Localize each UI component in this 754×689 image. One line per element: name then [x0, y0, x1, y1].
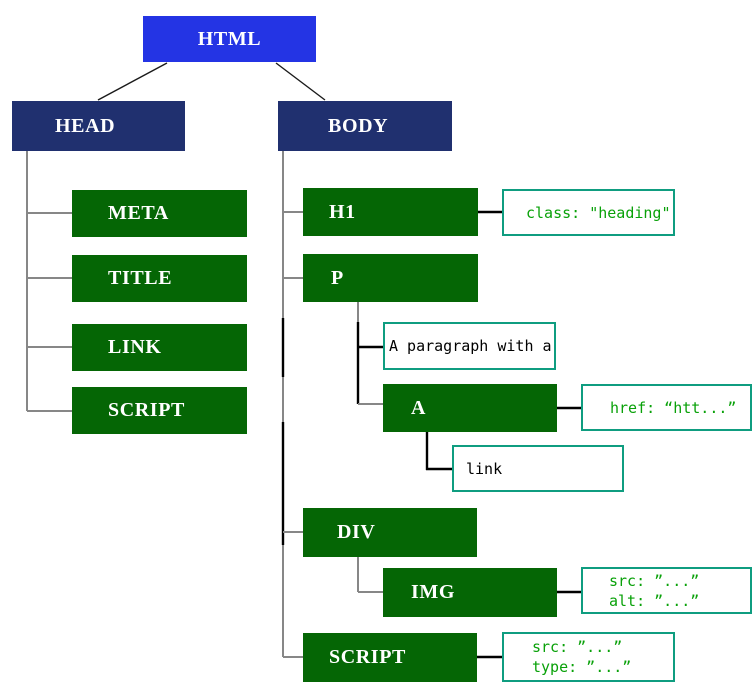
annotation-a-href: href: “htt...” [581, 384, 752, 431]
node-img: IMG [383, 568, 557, 617]
textnode-paragraph: A paragraph with a [383, 322, 556, 370]
text-node-content: link [466, 459, 503, 478]
node-body: BODY [278, 101, 452, 151]
node-body-script: SCRIPT [303, 633, 477, 682]
node-label: A [411, 396, 427, 419]
node-label: IMG [411, 581, 456, 603]
attribute-line: class: "heading" [526, 203, 671, 222]
node-label: META [108, 202, 169, 224]
attribute-line: src: ”...” [532, 638, 623, 656]
attribute-line: href: “htt...” [610, 398, 737, 417]
node-label: SCRIPT [108, 399, 185, 421]
node-div: DIV [303, 508, 477, 557]
annotation-img-attrs: src: ”...” alt: ”...” [581, 567, 752, 614]
node-link: LINK [72, 324, 247, 371]
node-p: P [303, 254, 478, 302]
node-label: HTML [197, 27, 262, 50]
node-a: A [383, 384, 557, 432]
node-label: HEAD [55, 114, 116, 137]
connector-html-head [97, 62, 168, 101]
node-meta: META [72, 190, 247, 237]
textnode-link: link [452, 445, 624, 492]
node-label: DIV [337, 521, 376, 543]
attribute-line: src: ”...” [609, 571, 700, 590]
node-html: HTML [143, 16, 316, 62]
node-h1: H1 [303, 188, 478, 236]
node-label: TITLE [108, 267, 173, 289]
connector-html-body [275, 62, 326, 101]
node-title: TITLE [72, 255, 247, 302]
annotation-script-attrs: src: ”...” type: ”...” [502, 632, 675, 682]
node-label: P [331, 266, 344, 289]
attribute-line: type: ”...” [532, 658, 632, 676]
attribute-line: alt: ”...” [609, 591, 700, 610]
node-head-script: SCRIPT [72, 387, 247, 434]
node-label: H1 [329, 200, 356, 223]
node-label: BODY [328, 114, 389, 137]
node-head: HEAD [12, 101, 185, 151]
annotation-h1-class: class: "heading" [502, 189, 675, 236]
node-label: SCRIPT [329, 646, 406, 668]
text-node-content: A paragraph with a [389, 337, 552, 355]
node-label: LINK [108, 336, 162, 358]
